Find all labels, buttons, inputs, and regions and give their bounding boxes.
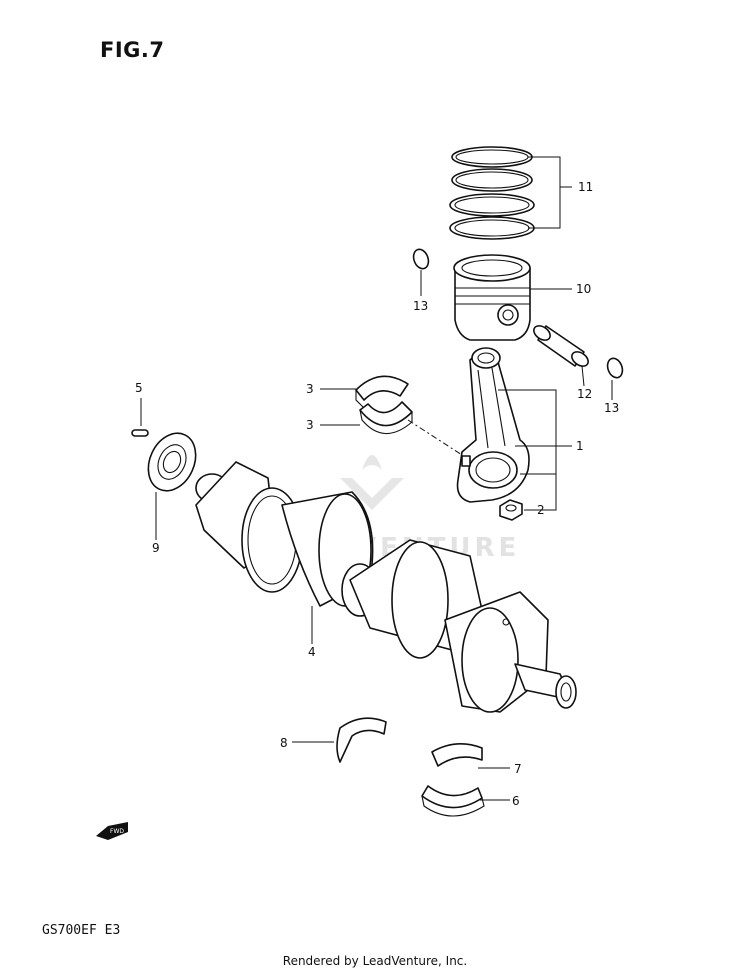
callout-3-upper: 3 [306,382,314,396]
part-dowel-pin[interactable] [131,429,149,437]
callout-13-left: 13 [413,299,428,313]
callout-2: 2 [537,503,545,517]
callout-13-right: 13 [604,401,619,415]
part-crank-bearing-upper[interactable] [431,743,483,767]
callout-4: 4 [308,645,316,659]
part-piston-rings[interactable] [449,146,535,240]
part-con-rod-bearing-lower[interactable] [359,401,413,435]
leader-lines [140,156,613,801]
callout-10: 10 [576,282,591,296]
part-piston-pin[interactable] [531,323,591,369]
footer-credit: Rendered by LeadVenture, Inc. [282,954,468,968]
callout-9: 9 [152,541,160,555]
part-connecting-rod[interactable] [456,347,530,503]
callout-12: 12 [577,387,592,401]
callout-11: 11 [578,180,593,194]
callout-5: 5 [135,381,143,395]
part-con-rod-nut[interactable] [499,499,523,521]
callout-6: 6 [512,794,520,808]
part-crankshaft[interactable] [195,461,577,713]
part-piston[interactable] [453,254,531,341]
fwd-direction-badge: FWD [96,822,128,840]
fwd-badge-text: FWD [110,828,124,835]
callout-3-lower: 3 [306,418,314,432]
part-circlip-right[interactable] [605,356,625,380]
callout-8: 8 [280,736,288,750]
callout-7: 7 [514,762,522,776]
part-crank-bearing-lower[interactable] [421,785,485,817]
part-circlip-left[interactable] [411,247,431,271]
callout-1: 1 [576,439,584,453]
figure-title: FIG.7 [100,38,165,62]
part-oil-seal[interactable] [139,426,204,499]
part-thrust-washer[interactable] [336,717,387,763]
part-con-rod-bearing-upper[interactable] [355,375,409,409]
model-code: GS700EF E3 [42,923,121,938]
